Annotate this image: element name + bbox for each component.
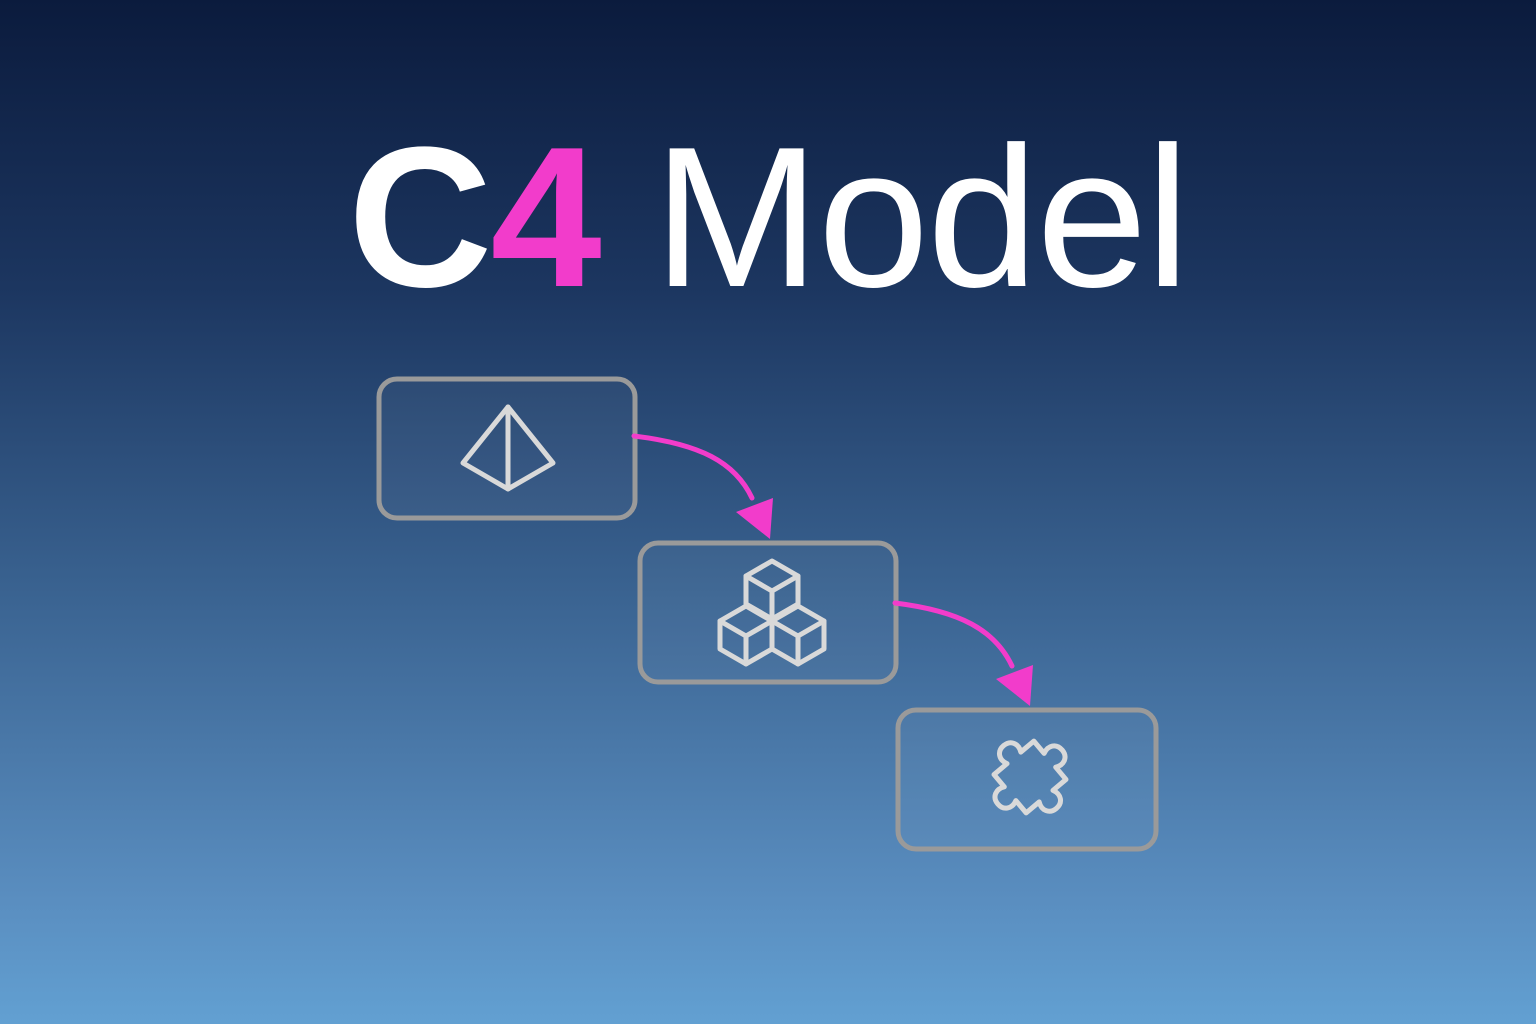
component-box — [895, 707, 1159, 852]
arrowhead-1 — [736, 498, 773, 539]
title-c: C — [348, 106, 492, 329]
pyramid-icon — [460, 404, 556, 492]
arrow-container-to-component — [892, 600, 1015, 669]
container-box — [637, 540, 899, 685]
puzzle-piece-icon — [991, 738, 1069, 816]
page-title: C4 Model — [0, 118, 1536, 318]
title-four: 4 — [490, 106, 601, 329]
title-model: Model — [599, 106, 1190, 329]
arrow-context-to-container — [631, 433, 755, 501]
cubes-icon — [717, 558, 827, 667]
arrowhead-2 — [996, 665, 1033, 706]
